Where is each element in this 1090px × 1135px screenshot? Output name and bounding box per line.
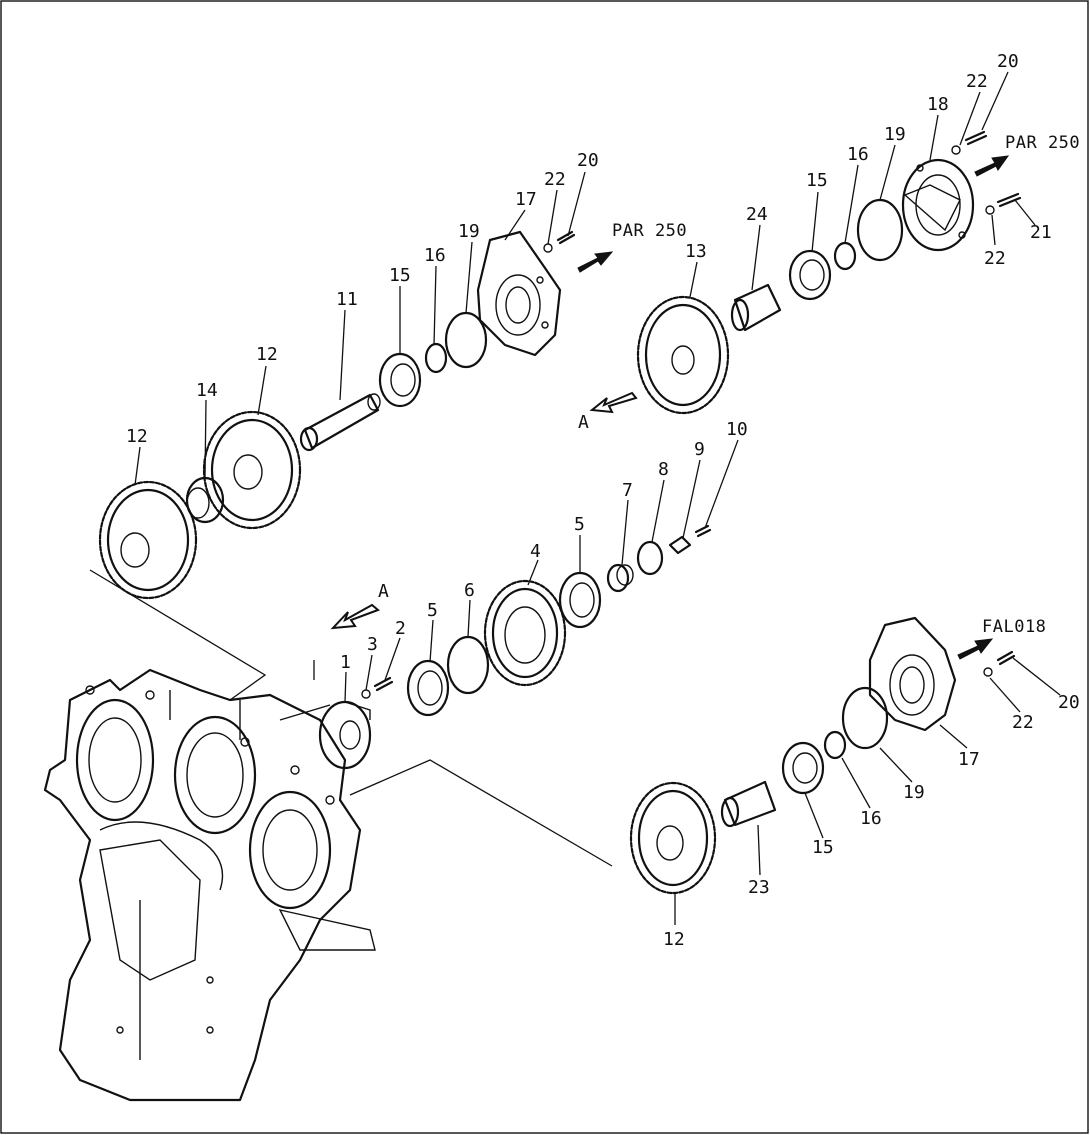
callout-13: 13 [685,241,707,262]
callout-12: 12 [663,929,685,950]
bearing-15-upper-left [378,352,422,408]
washer-22-lower [983,667,993,677]
callout-9: 9 [694,439,705,460]
assembly-leader-lower [349,759,613,867]
washer-22-right [985,205,995,215]
ref-par250-center: PAR 250 [612,221,687,241]
shaft-23 [720,780,777,828]
callout-22: 22 [966,71,988,92]
callout-16: 16 [847,144,869,165]
bearing-15-lower [781,741,825,795]
callout-19: 19 [903,782,925,803]
callout-15: 15 [812,837,834,858]
ref-arrow-fal018 [957,638,994,660]
lock-plate-9 [668,535,692,555]
cover-18 [901,158,975,252]
callout-4: 4 [530,541,541,562]
callout-8: 8 [658,459,669,480]
callout-10: 10 [726,419,748,440]
shaft-24 [730,283,782,332]
bolt-2 [373,676,394,692]
housing-17-lower [868,616,957,732]
ref-fal018: FAL018 [982,617,1046,637]
bearing-15-upper-right [788,249,832,301]
callout-15: 15 [806,170,828,191]
washer-3 [361,689,371,699]
callout-22: 22 [544,169,566,190]
callout-24: 24 [746,204,768,225]
snap-ring-16-upper-left [424,342,448,374]
callout-22: 22 [1012,712,1034,733]
callout-14: 14 [196,380,218,401]
callout-16: 16 [424,245,446,266]
callout-1: 1 [340,652,351,673]
bolt-20-upper [556,230,576,245]
callout-20: 20 [997,51,1019,72]
callout-15: 15 [389,265,411,286]
callout-11: 11 [336,289,358,310]
callout-20: 20 [577,150,599,171]
plate-8 [636,540,664,576]
callout-20: 20 [1058,692,1080,713]
bolt-10 [694,524,712,538]
view-label-a-lower: A [378,581,389,602]
gear-12-left [98,480,198,600]
bearing-5-left [406,659,450,717]
callout-21: 21 [1030,222,1052,243]
ref-arrow-par250-center [577,251,614,273]
ref-arrow-par250-right [974,155,1010,177]
washer-22-top-right [951,145,961,155]
callout-23: 23 [748,877,770,898]
sleeve-7 [606,563,634,593]
callout-2: 2 [395,618,406,639]
view-label-a-upper: A [578,412,589,433]
gear-4 [483,579,567,687]
callout-7: 7 [622,480,633,501]
snap-ring-16-upper-right [833,241,857,271]
callout-17: 17 [958,749,980,770]
callout-22: 22 [984,248,1006,269]
o-ring-19-lower [841,686,889,750]
callout-12: 12 [126,426,148,447]
callout-5: 5 [427,600,438,621]
callout-16: 16 [860,808,882,829]
reference-labels: PAR 250 PAR 250 FAL018 A A [378,133,1080,637]
gear-13 [636,295,730,415]
callout-6: 6 [464,580,475,601]
o-ring-19-upper-right [856,198,904,262]
housing-17-upper [476,230,562,357]
bolt-20-top-right [964,130,988,146]
bearing-5-right [558,571,602,629]
callout-labels: 20 22 18 19 16 15 24 13 22 21 20 22 17 1… [126,51,1080,950]
shaft-11 [299,393,381,452]
callout-18: 18 [927,94,949,115]
callout-5: 5 [574,514,585,535]
ring-6 [446,635,490,695]
ref-par250-right: PAR 250 [1005,133,1080,153]
bolt-20-lower [996,650,1016,666]
view-arrow-a-upper [589,391,638,414]
assembly-leader-upper [89,569,267,701]
washer-22-upper [543,243,553,253]
assembly-leader-mid [279,704,331,721]
callout-leaders [134,71,1061,925]
callout-19: 19 [884,124,906,145]
snap-ring-16-lower [823,730,847,760]
callout-12: 12 [256,344,278,365]
gear-12-lower [629,781,717,895]
callout-3: 3 [367,634,378,655]
callout-19: 19 [458,221,480,242]
transmission-case [43,668,376,1102]
view-arrow-a-lower [330,603,380,630]
callout-17: 17 [515,189,537,210]
gear-12-large [202,410,302,530]
bolt-21 [996,192,1022,208]
